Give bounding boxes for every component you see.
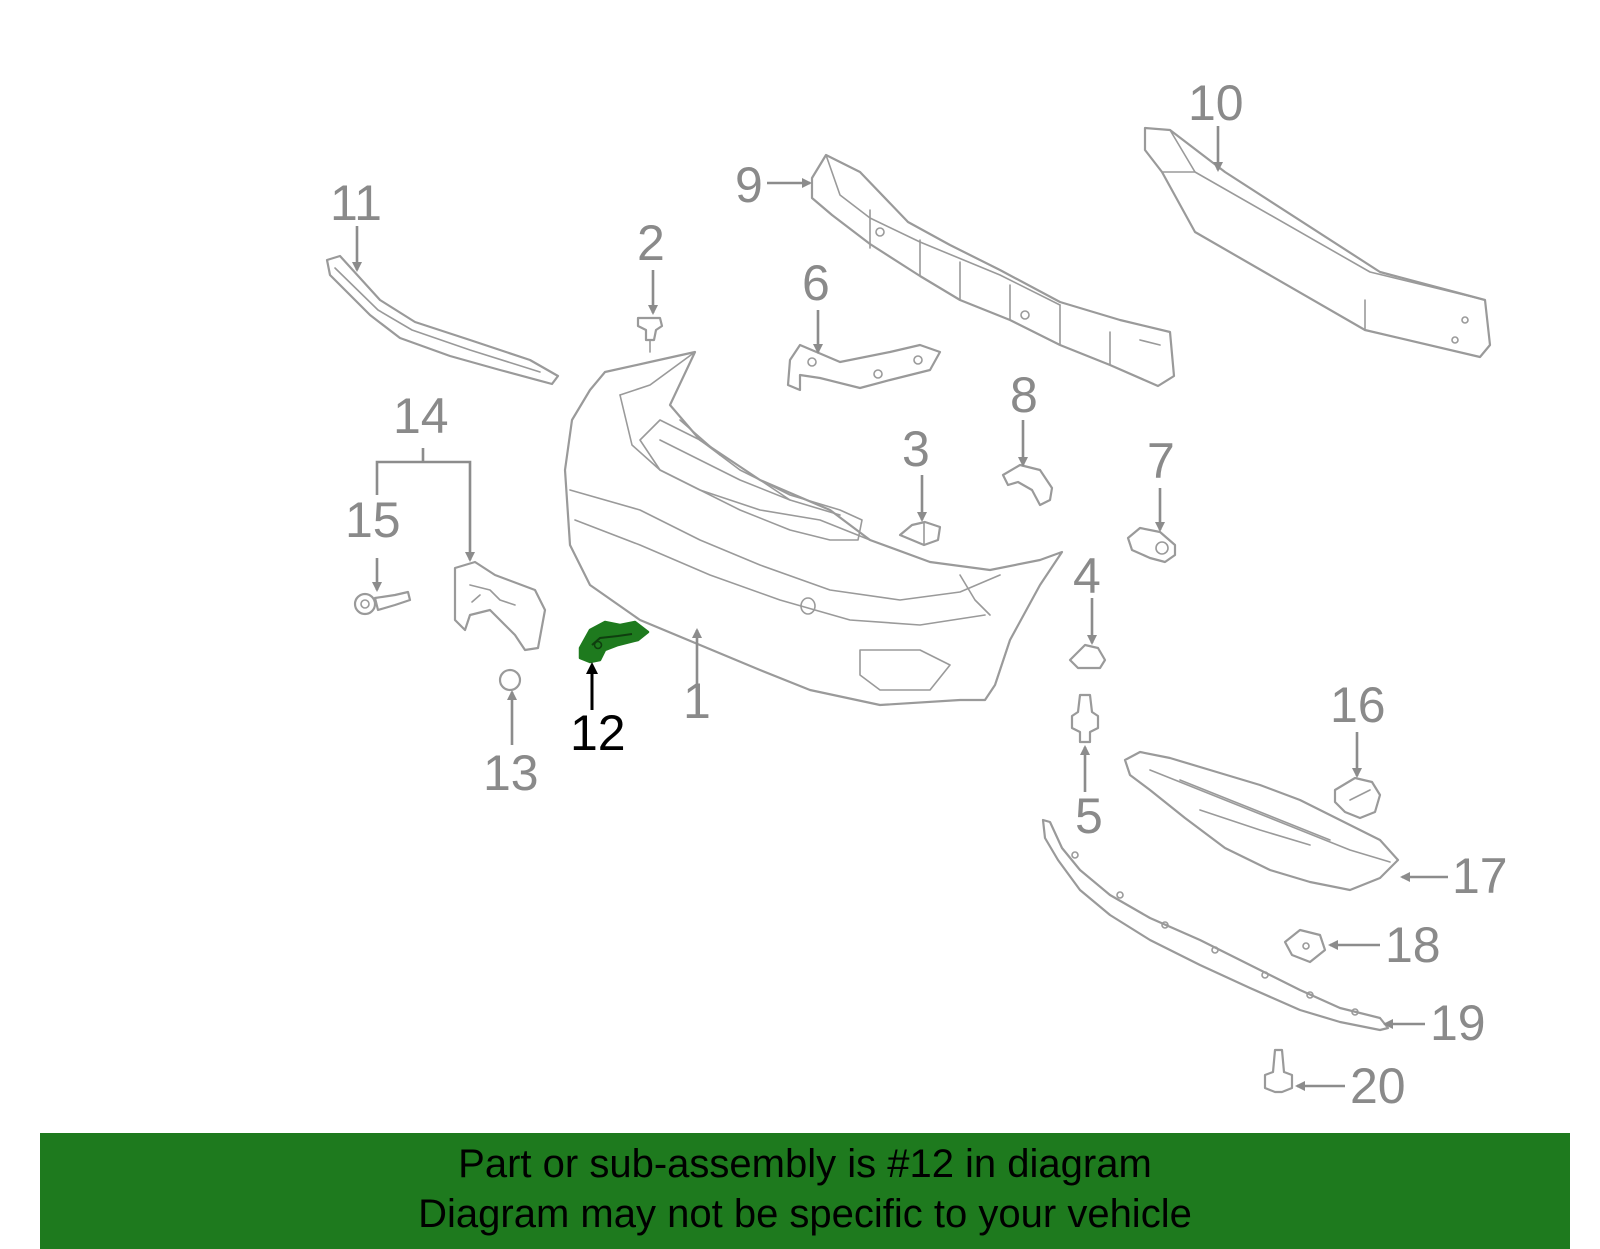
part-18-clip[interactable]: [1283, 928, 1327, 964]
label-8: 8: [1010, 367, 1038, 423]
label-10: 10: [1188, 75, 1244, 131]
label-13: 13: [483, 745, 539, 801]
part-15-bolt[interactable]: [353, 590, 412, 616]
part-11-upper-retainer[interactable]: [325, 254, 560, 386]
label-7: 7: [1147, 433, 1175, 489]
callout-arrows: [352, 126, 1448, 1091]
part-3-clip[interactable]: [898, 520, 942, 547]
label-12: 12: [570, 705, 626, 761]
part-17-under-cover[interactable]: [1123, 750, 1400, 892]
label-15: 15: [345, 492, 401, 548]
part-14-bracket[interactable]: [453, 560, 547, 652]
label-19: 19: [1430, 995, 1486, 1051]
label-14: 14: [393, 388, 449, 444]
label-3: 3: [902, 421, 930, 477]
label-5: 5: [1075, 788, 1103, 844]
label-18: 18: [1385, 917, 1441, 973]
label-2: 2: [637, 215, 665, 271]
part-1-bumper-cover[interactable]: [563, 350, 1064, 707]
banner-line-2: Diagram may not be specific to your vehi…: [418, 1192, 1192, 1236]
label-1: 1: [683, 673, 711, 729]
label-11: 11: [330, 175, 382, 231]
part-20-bolt[interactable]: [1263, 1048, 1294, 1094]
banner-line-1: Part or sub-assembly is #12 in diagram: [458, 1142, 1152, 1186]
part-19-lower-spoiler[interactable]: [1041, 818, 1390, 1032]
part-6-side-retainer[interactable]: [786, 343, 942, 392]
label-6: 6: [802, 255, 830, 311]
callout-labels: 1 2 3 4 5 6 7 8 9 10 11 12 13 14 15 16 1…: [330, 75, 1508, 1114]
label-17: 17: [1452, 848, 1508, 904]
label-20: 20: [1350, 1058, 1406, 1114]
label-4: 4: [1073, 548, 1101, 604]
part-7-sensor[interactable]: [1126, 526, 1177, 564]
part-5-bolt[interactable]: [1070, 693, 1100, 744]
part-10-reinforcement[interactable]: [1143, 126, 1492, 359]
part-12-selected[interactable]: [578, 620, 650, 664]
part-8-bracket[interactable]: [1001, 463, 1054, 507]
info-banner: Part or sub-assembly is #12 in diagram D…: [40, 1133, 1570, 1249]
label-9: 9: [735, 157, 763, 213]
part-16-clip[interactable]: [1333, 776, 1382, 820]
part-4-cap[interactable]: [1068, 643, 1107, 670]
label-16: 16: [1330, 677, 1386, 733]
part-13-plug[interactable]: [498, 668, 522, 692]
part-2-clip[interactable]: [636, 316, 664, 353]
part-9-energy-absorber[interactable]: [810, 153, 1176, 388]
